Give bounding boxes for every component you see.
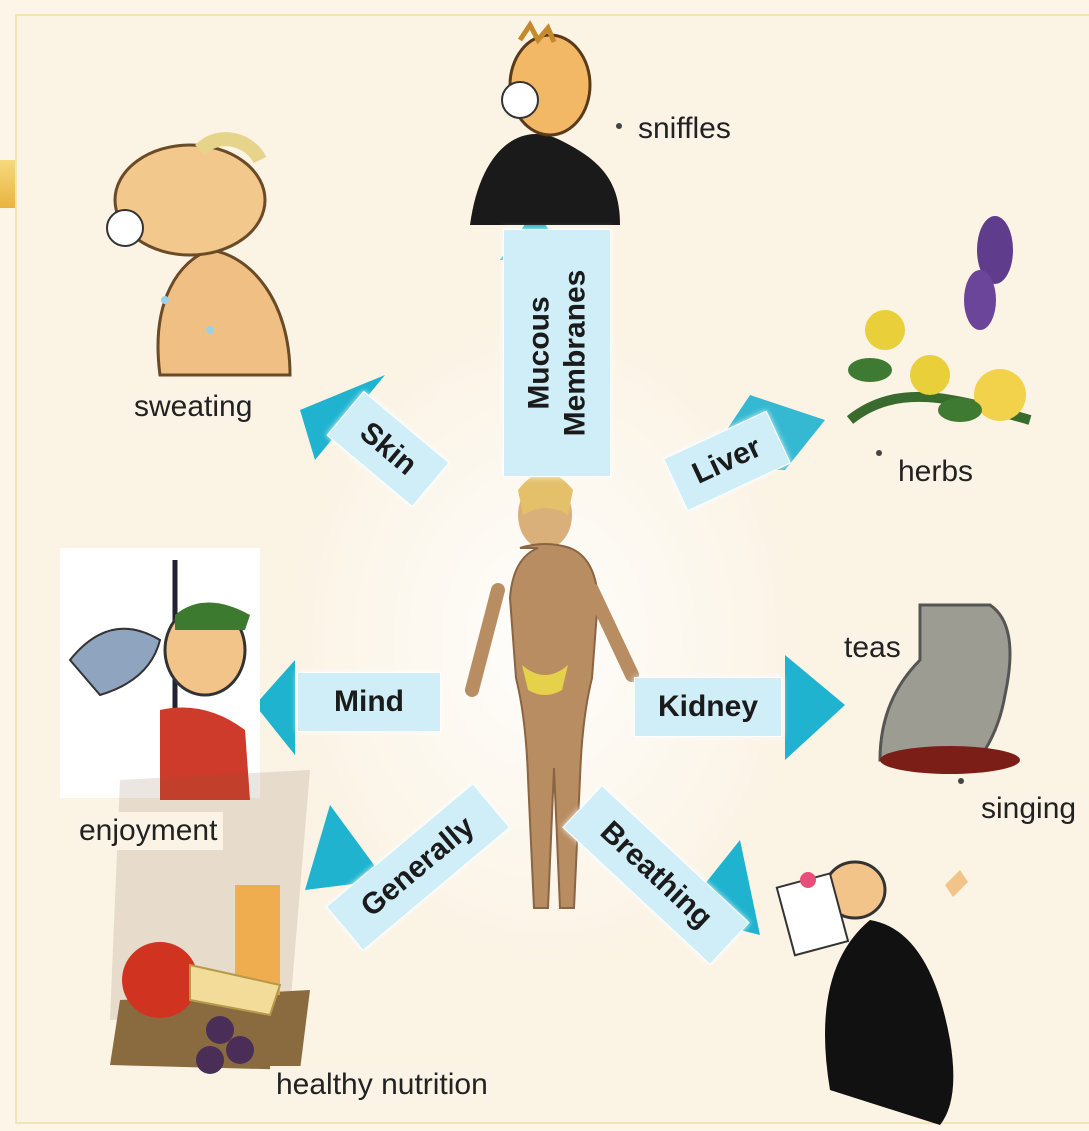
bullet-singing [958,778,964,784]
caption-sniffles: sniffles [632,110,737,148]
caption-teas: teas [838,629,907,667]
caption-healthy-nutrition: healthy nutrition [270,1066,494,1104]
bullet-herbs [876,450,882,456]
herbs-illustration [848,216,1030,422]
singer-illustration [777,862,968,1125]
caption-enjoyment: enjoyment [73,812,223,850]
caption-herbs: herbs [892,453,979,491]
arrow-head-mind [255,660,295,755]
sneezing-man-illustration [470,25,620,225]
caption-sweating: sweating [128,388,258,426]
label-kidney: Kidney [634,677,782,737]
bullet-sniffles [616,123,622,129]
fisherman-illustration [60,548,260,800]
label-mind-text: Mind [334,685,404,719]
label-mucous-text: Mucous Membranes [521,270,593,437]
label-mind: Mind [297,672,441,732]
arrow-head-kidney [785,655,845,760]
label-kidney-text: Kidney [658,690,758,724]
caption-singing: singing [975,790,1082,828]
sweating-man-illustration [107,139,290,375]
label-mucous-membranes: Mucous Membranes [503,229,611,477]
